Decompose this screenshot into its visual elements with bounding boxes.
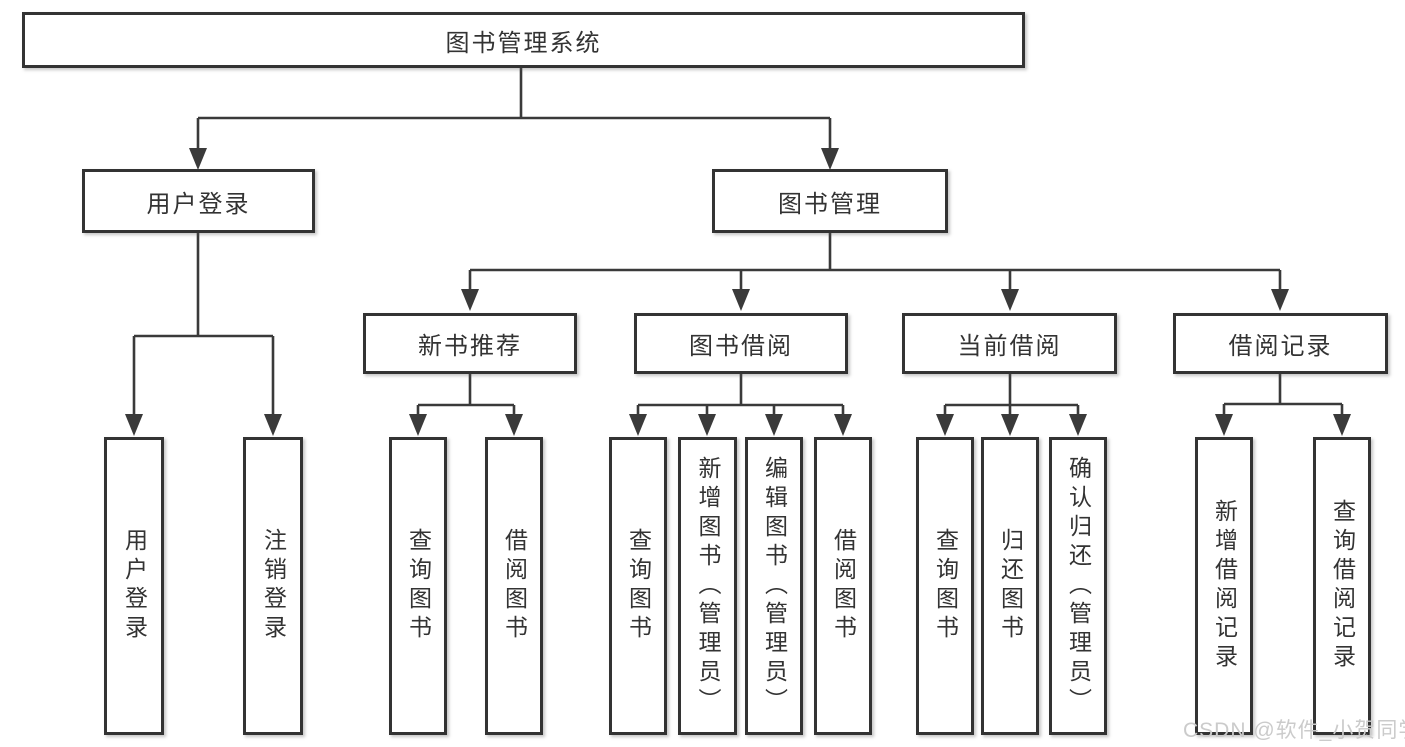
arrowheads <box>125 148 1351 436</box>
leaf-logout: 注销登录 <box>243 437 303 735</box>
leaf-borrow-edit-admin: 编辑图书（管理员） <box>745 437 803 735</box>
watermark: CSDN @软件_小贺同学 <box>1183 719 1405 742</box>
node-current-borrow: 当前借阅 <box>902 313 1117 374</box>
leaf-current-query: 查询图书 <box>916 437 974 735</box>
leaf-record-add: 新增借阅记录 <box>1195 437 1253 735</box>
node-root: 图书管理系统 <box>22 12 1025 68</box>
leaf-newbook-borrow: 借阅图书 <box>485 437 543 735</box>
leaf-current-confirm-admin: 确认归还（管理员） <box>1049 437 1107 735</box>
leaf-borrow-query: 查询图书 <box>609 437 667 735</box>
node-new-book-recommend: 新书推荐 <box>363 313 577 374</box>
leaf-newbook-query: 查询图书 <box>389 437 447 735</box>
leaf-current-return: 归还图书 <box>981 437 1039 735</box>
node-user-login: 用户登录 <box>82 169 315 233</box>
node-book-borrow: 图书借阅 <box>634 313 848 374</box>
leaf-user-login: 用户登录 <box>104 437 164 735</box>
leaf-record-query: 查询借阅记录 <box>1313 437 1371 735</box>
node-borrow-records: 借阅记录 <box>1173 313 1388 374</box>
leaf-borrow-borrow: 借阅图书 <box>814 437 872 735</box>
leaf-borrow-add-admin: 新增图书（管理员） <box>678 437 737 735</box>
node-book-management: 图书管理 <box>712 169 948 233</box>
